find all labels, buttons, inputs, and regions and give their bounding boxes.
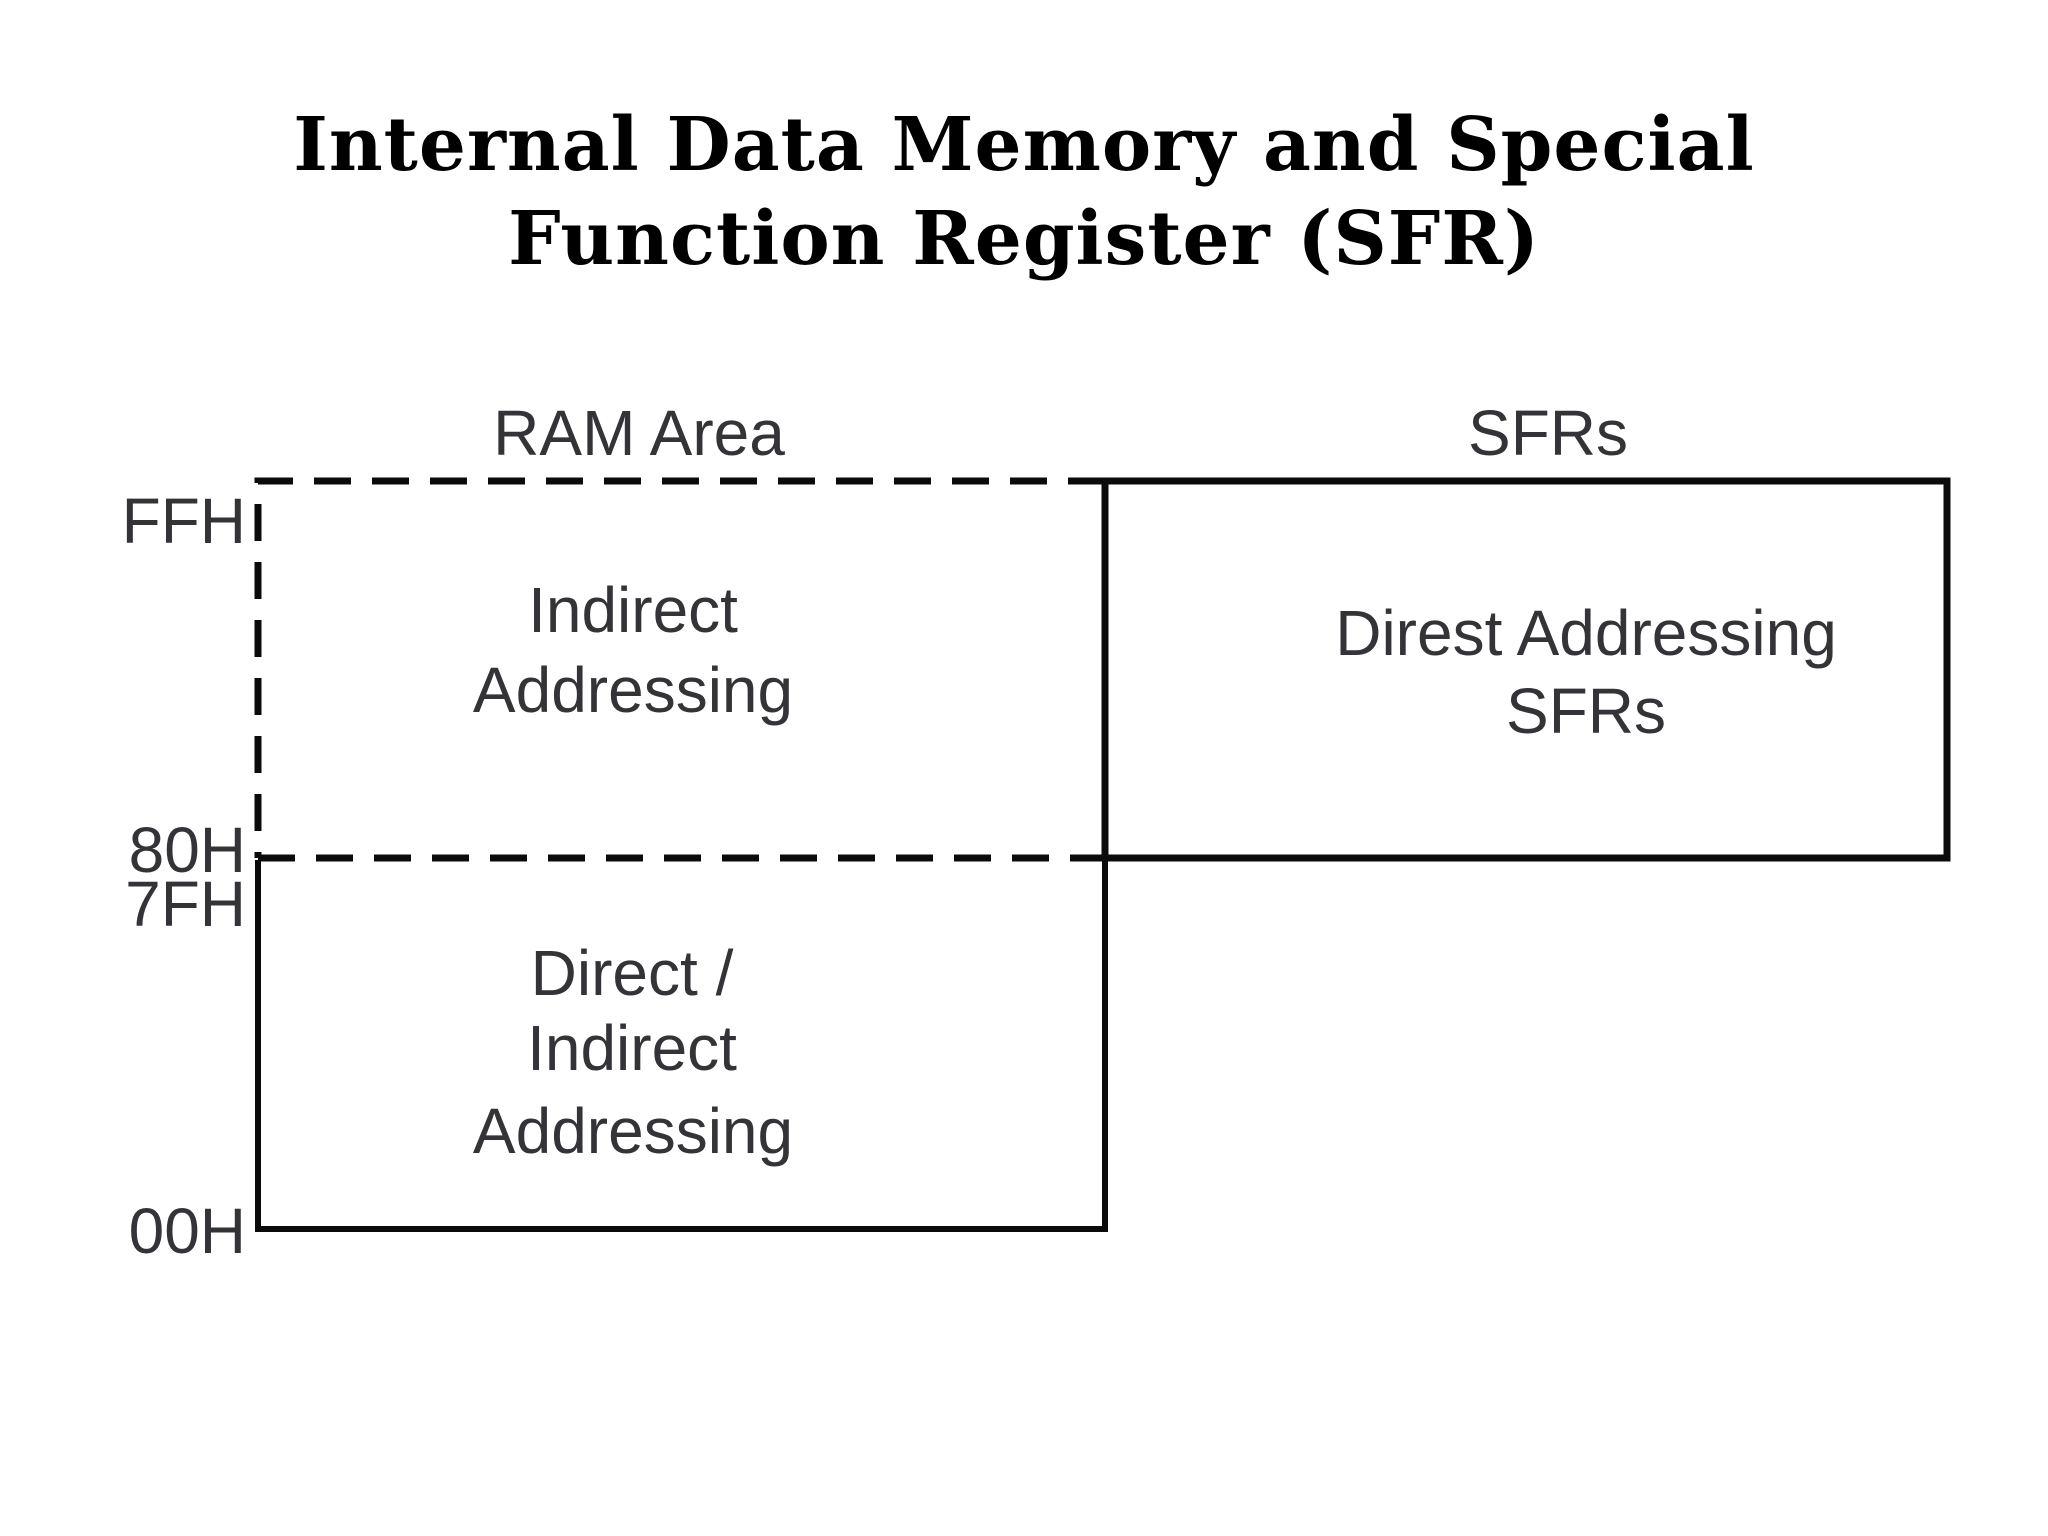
- indirect-region-label-line1: Indirect: [528, 574, 738, 646]
- address-label-7fh: 7FH: [125, 868, 246, 940]
- direct-indirect-region-label-line3: Addressing: [473, 1095, 793, 1167]
- address-label-80h: 80H: [129, 814, 246, 886]
- ram-lower-box: [255, 860, 1108, 1232]
- sfrs-header: SFRs: [1468, 397, 1628, 469]
- ram-area-header: RAM Area: [493, 397, 785, 469]
- sfr-box-label-line2: SFRs: [1506, 675, 1666, 747]
- indirect-region-dashed-border: [254, 477, 1105, 858]
- sfr-box-label-line1: Direst Addressing: [1335, 597, 1837, 669]
- page-title-line-2: Function Register (SFR): [508, 196, 1540, 282]
- sfr-box: [1101, 477, 1951, 862]
- direct-indirect-region-label-line2: Indirect: [527, 1012, 737, 1084]
- page-title-line-1: Internal Data Memory and Special: [293, 102, 1754, 188]
- address-label-ffh: FFH: [122, 485, 246, 557]
- address-label-00h: 00H: [129, 1195, 246, 1267]
- direct-indirect-region-label-line1: Direct /: [531, 937, 734, 1009]
- indirect-region-label-line2: Addressing: [473, 654, 793, 726]
